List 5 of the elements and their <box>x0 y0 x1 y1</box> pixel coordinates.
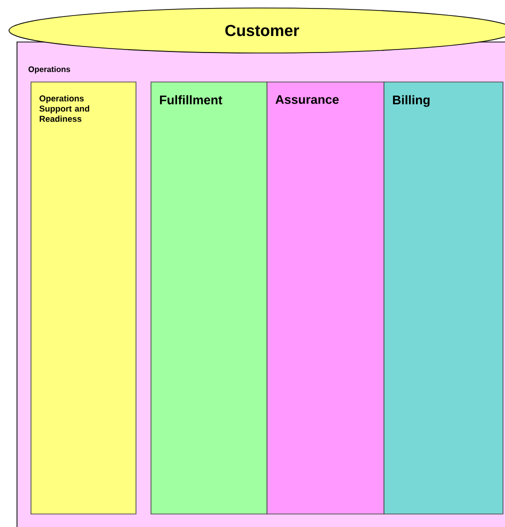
column-box: Billing <box>384 82 504 514</box>
column-box: Assurance <box>266 82 384 514</box>
column-box: Fulfillment <box>150 82 268 514</box>
column-box: Operations Support and Readiness <box>30 82 136 514</box>
panel-title: Operations <box>28 66 70 74</box>
